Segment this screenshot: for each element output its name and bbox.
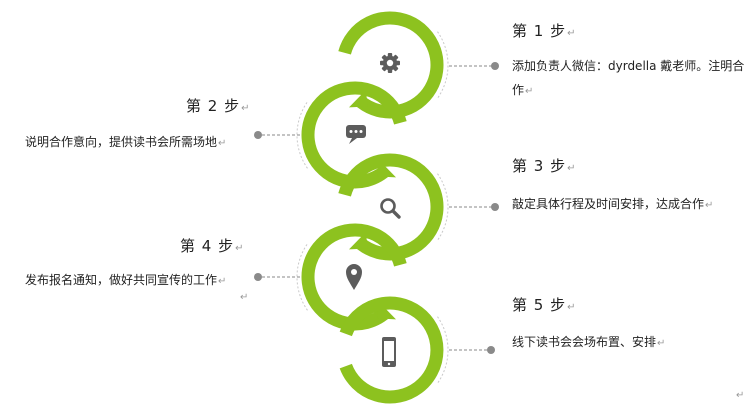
step-icons xyxy=(346,53,401,367)
location-pin-icon xyxy=(346,264,362,290)
paragraph-mark: ↵ xyxy=(218,138,227,149)
step-1-title: 第 1 步↵ xyxy=(512,20,576,41)
paragraph-mark: ↵ xyxy=(218,276,227,287)
paragraph-mark: ↵ xyxy=(525,86,534,97)
connector-dot xyxy=(491,62,499,70)
step-4-title: 第 4 步↵ xyxy=(180,235,244,256)
step-1-description-text: 添加负责人微信：dyrdella 戴老师。注明合作 xyxy=(512,59,745,97)
step-5-title: 第 5 步↵ xyxy=(512,294,576,315)
gear-icon xyxy=(380,53,400,73)
step-2-title-text: 第 2 步 xyxy=(186,97,241,115)
search-icon xyxy=(380,198,401,219)
step-5-title-text: 第 5 步 xyxy=(512,296,567,314)
chat-bubble-icon xyxy=(346,125,366,144)
step-4-description: 发布报名通知，做好共同宣传的工作↵ xyxy=(25,268,265,294)
step-3-title: 第 3 步↵ xyxy=(512,155,576,176)
step-3-title-text: 第 3 步 xyxy=(512,157,567,175)
paragraph-mark: ↵ xyxy=(567,28,577,39)
step-4-description-text: 发布报名通知，做好共同宣传的工作 xyxy=(25,273,218,287)
step-2-description: 说明合作意向，提供读书会所需场地↵ xyxy=(25,130,265,156)
step-5-description: 线下读书会会场布置、安排↵ xyxy=(512,330,742,356)
paragraph-mark: ↵ xyxy=(241,103,251,114)
step-3-description-text: 敲定具体行程及时间安排，达成合作 xyxy=(512,197,705,211)
connector-dot xyxy=(491,203,499,211)
step-1-description: 添加负责人微信：dyrdella 戴老师。注明合作↵ xyxy=(512,54,746,104)
paragraph-mark: ↵ xyxy=(235,243,245,254)
paragraph-mark: ↵ xyxy=(657,338,666,349)
step-ring-arc xyxy=(339,296,444,404)
smartphone-icon xyxy=(382,337,396,367)
paragraph-mark: ↵ xyxy=(736,390,745,401)
connector-dot xyxy=(487,346,495,354)
step-2-description-text: 说明合作意向，提供读书会所需场地 xyxy=(25,135,218,149)
paragraph-mark: ↵ xyxy=(567,163,577,174)
step-5-description-text: 线下读书会会场布置、安排 xyxy=(512,335,657,349)
step-2-title: 第 2 步↵ xyxy=(186,95,250,116)
paragraph-mark: ↵ xyxy=(705,200,714,211)
paragraph-mark: ↵ xyxy=(567,302,577,313)
dashed-connectors xyxy=(254,62,499,354)
step-3-description: 敲定具体行程及时间安排，达成合作↵ xyxy=(512,192,752,218)
step-4-title-text: 第 4 步 xyxy=(180,237,235,255)
paragraph-mark: ↵ xyxy=(240,292,249,303)
step-1-title-text: 第 1 步 xyxy=(512,22,567,40)
step-rings xyxy=(296,11,449,404)
connector-dot xyxy=(254,131,262,139)
connector-dot xyxy=(254,273,262,281)
